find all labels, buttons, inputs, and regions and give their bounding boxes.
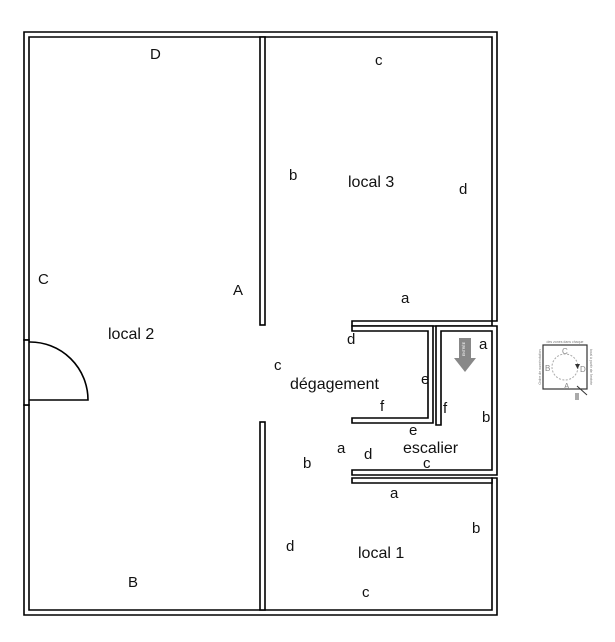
wall-label: a <box>390 485 399 502</box>
wall-label: f <box>380 398 385 415</box>
wall-label: B <box>128 574 138 591</box>
wall-label: b <box>482 409 490 426</box>
legend-label: C <box>562 347 568 356</box>
entry-arrow-icon: ENTRÉE <box>454 338 476 372</box>
interior-walls <box>259 36 498 611</box>
wall-label: c <box>274 357 282 374</box>
legend: des zones dans chaque Ordre de numérotat… <box>538 340 593 400</box>
wall-label: b <box>289 167 297 184</box>
room-label-local3: local 3 <box>348 174 394 191</box>
wall-label: f <box>443 400 448 417</box>
wall-label: c <box>362 584 370 601</box>
room-label-local1: local 1 <box>358 545 404 562</box>
wall-label: b <box>472 520 480 537</box>
legend-label: A <box>564 382 570 391</box>
room-label-degagement: dégagement <box>290 376 380 393</box>
wall-label: D <box>150 46 161 63</box>
wall-label: a <box>337 440 346 457</box>
legend-label: D <box>580 365 586 374</box>
legend-entry-arrow-icon <box>575 393 579 400</box>
wall-label: a <box>479 336 488 353</box>
room-label-local2: local 2 <box>108 326 154 343</box>
wall-label: c <box>423 455 431 472</box>
wall-local2-local1 <box>259 421 266 611</box>
legend-arrow-icon <box>575 364 580 369</box>
wall-label: d <box>286 538 294 555</box>
wall-label: d <box>347 331 355 348</box>
legend-left-text: Ordre de numérotation <box>538 349 542 384</box>
legend-right-text: local à partir de l'entrée <box>589 349 593 385</box>
wall-label: C <box>38 271 49 288</box>
wall-label: A <box>233 282 243 299</box>
wall-label: d <box>364 446 372 463</box>
wall-local1-top <box>351 477 493 484</box>
wall-escalier <box>351 325 498 476</box>
wall-local2-local3 <box>259 36 266 326</box>
wall-label: e <box>409 422 417 439</box>
wall-label: e <box>421 371 429 388</box>
door[interactable] <box>28 341 89 401</box>
wall-label: c <box>375 52 383 69</box>
room-label-escalier: escalier <box>403 440 459 457</box>
wall-label: d <box>459 181 467 198</box>
entry-label: ENTRÉE <box>461 341 466 356</box>
wall-label: b <box>303 455 311 472</box>
wall-label: a <box>401 290 410 307</box>
legend-label: B <box>545 364 550 373</box>
legend-top-text: des zones dans chaque <box>547 340 584 344</box>
wall-degagement-alcove <box>351 325 434 424</box>
